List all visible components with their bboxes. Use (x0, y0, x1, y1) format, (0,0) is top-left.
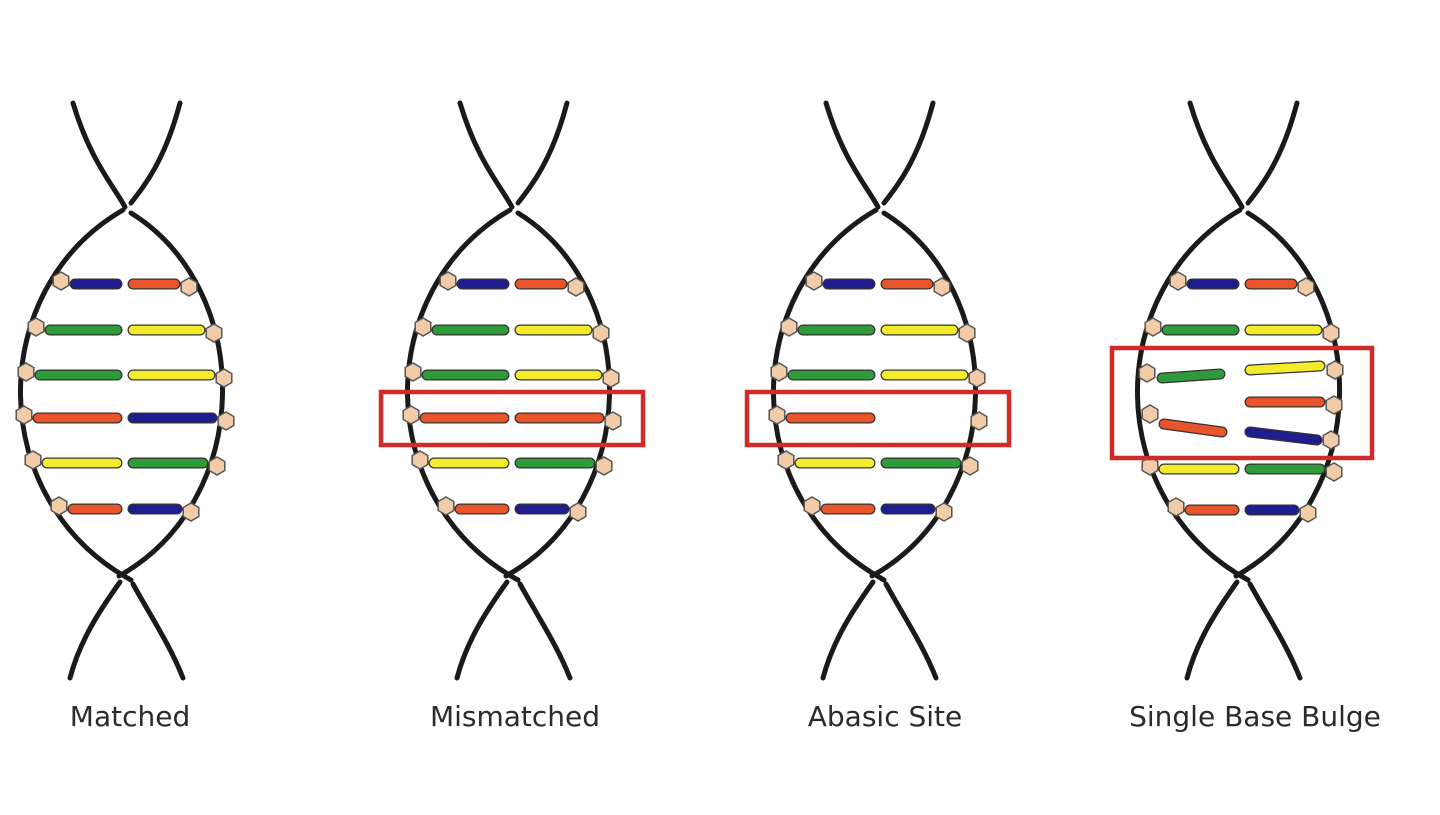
strand-bottom-left (454, 579, 510, 681)
sugar-left (404, 362, 422, 382)
base-green (1157, 369, 1225, 383)
base-red (1159, 419, 1227, 437)
strand-bottom-right (1247, 581, 1303, 681)
sugar-left (1144, 317, 1162, 337)
sugar-left (805, 271, 823, 291)
sugar-left (803, 496, 821, 516)
sugar-left (1167, 497, 1185, 517)
strand-top-left (70, 100, 128, 210)
strand-left-curve (405, 207, 521, 583)
sugar-left (439, 271, 457, 291)
strand-bottom-left (67, 579, 123, 681)
strand-bottom-left (1184, 579, 1240, 681)
sugar-right (1325, 462, 1343, 482)
caption-abasic-site: Abasic Site (807, 700, 963, 733)
sugar-left (1169, 271, 1187, 291)
sugar-right (1326, 360, 1344, 380)
sugar-left (17, 362, 35, 382)
sugar-right (1299, 503, 1317, 523)
strand-top-right (881, 100, 936, 206)
sugar-right (970, 411, 988, 431)
lesion-highlight-box (744, 389, 1012, 448)
sugar-left (780, 317, 798, 337)
sugar-left (15, 405, 33, 425)
panel-single-base-bulge (1109, 100, 1375, 681)
strand-bottom-right (517, 581, 573, 681)
strand-bottom-left (820, 579, 876, 681)
sugar-left (1141, 404, 1159, 424)
caption-matched: Matched (69, 700, 191, 733)
sugar-left (411, 450, 429, 470)
sugar-right (1322, 323, 1340, 343)
sugar-right (215, 368, 233, 388)
lesion-highlight-box (378, 389, 646, 448)
sugar-right (933, 277, 951, 297)
strand-bottom-right (883, 581, 939, 681)
sugar-right (182, 502, 200, 522)
sugar-right (968, 368, 986, 388)
sugar-right (208, 456, 226, 476)
sugar-left (52, 271, 70, 291)
base-blue (1245, 427, 1322, 445)
sugar-right (1322, 430, 1340, 450)
strand-top-left (823, 100, 881, 210)
strand-right-curve (1233, 210, 1343, 579)
sugar-right (217, 411, 235, 431)
sugar-left (770, 362, 788, 382)
sugar-right (1325, 395, 1343, 415)
sugar-right (935, 502, 953, 522)
sugar-left (437, 496, 455, 516)
strand-left-curve (771, 207, 887, 583)
sugar-right (595, 456, 613, 476)
sugar-right (1297, 277, 1315, 297)
panel-abasic-site (744, 100, 1012, 681)
panel-mismatched (378, 100, 646, 681)
panel-matched (15, 100, 235, 681)
sugar-right (604, 411, 622, 431)
sugar-left (24, 450, 42, 470)
strand-top-right (515, 100, 570, 206)
sugar-left (1141, 456, 1159, 476)
sugar-right (958, 323, 976, 343)
sugar-right (602, 368, 620, 388)
sugar-left (414, 317, 432, 337)
sugar-right (592, 323, 610, 343)
sugar-left (50, 496, 68, 516)
strand-top-left (1187, 100, 1245, 210)
strand-right-curve (869, 210, 979, 579)
strand-left-curve (1135, 207, 1251, 583)
sugar-left (768, 405, 786, 425)
strand-right-curve (503, 210, 613, 579)
sugar-left (777, 450, 795, 470)
sugar-right (180, 277, 198, 297)
strand-bottom-right (130, 581, 186, 681)
strand-right-curve (116, 210, 226, 579)
sugar-right (567, 277, 585, 297)
strand-left-curve (18, 207, 134, 583)
sugar-left (402, 405, 420, 425)
caption-single-base-bulge: Single Base Bulge (1129, 700, 1381, 733)
sugar-right (961, 456, 979, 476)
strand-top-right (128, 100, 183, 206)
lesion-highlight-box (1109, 345, 1375, 461)
sugar-left (27, 317, 45, 337)
strand-top-right (1245, 100, 1300, 206)
sugar-right (569, 502, 587, 522)
sugar-right (205, 323, 223, 343)
caption-mismatched: Mismatched (429, 700, 601, 733)
base-yellow (1245, 361, 1325, 375)
sugar-left (1138, 363, 1156, 383)
strand-top-left (457, 100, 515, 210)
